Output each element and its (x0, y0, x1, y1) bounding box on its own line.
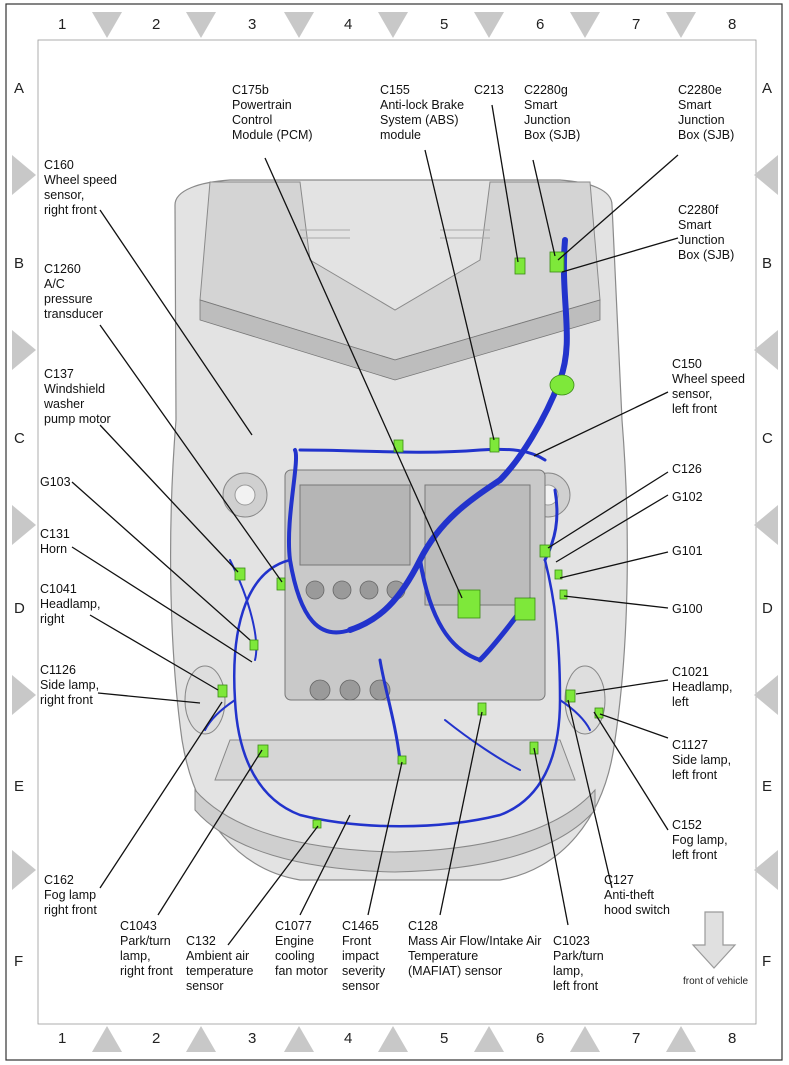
label-c1260: C1260 A/C pressure transducer (44, 262, 104, 321)
label-c127: C127 Anti-theft hood switch (604, 873, 671, 917)
grid-col-bottom-1: 1 (58, 1030, 67, 1047)
vehicle-body (170, 179, 628, 881)
grid-row-left-e: E (14, 778, 25, 795)
diagram-inner-border (37, 39, 757, 1025)
front-of-vehicle-label: front of vehicle (683, 976, 749, 987)
label-c126: C126 (672, 462, 702, 476)
grid-row-left-d: D (14, 600, 25, 617)
label-c1127: C1127 Side lamp, left front (672, 738, 732, 782)
label-c128: C128 Mass Air Flow/Intake Air Temperatur… (408, 919, 542, 978)
grid-col-top-8: 8 (728, 16, 737, 33)
label-c131: C131 Horn (40, 527, 70, 556)
label-c137: C137 Windshield washer pump motor (44, 367, 111, 426)
grid-row-left-a: A (14, 80, 25, 97)
label-c2280g: C2280g Smart Junction Box (SJB) (524, 83, 581, 142)
grid-col-top-7: 7 (632, 16, 641, 33)
grid-row-right-a: A (762, 80, 773, 97)
grid-col-bottom-5: 5 (440, 1030, 449, 1047)
bottom-zone-markers (92, 1026, 696, 1052)
label-c1023: C1023 Park/turn lamp, left front (553, 934, 604, 993)
label-c175b: C175b Powertrain Control Module (PCM) (232, 83, 313, 142)
label-c160: C160 Wheel speed sensor, right front (44, 158, 117, 217)
label-g100: G100 (672, 602, 703, 616)
grid-col-top-6: 6 (536, 16, 545, 33)
label-c152: C152 Fog lamp, left front (672, 818, 728, 862)
label-c2280f: C2280f Smart Junction Box (SJB) (678, 203, 735, 262)
grid-row-left-b: B (14, 255, 25, 272)
right-zone-markers (754, 155, 778, 890)
label-g102: G102 (672, 490, 703, 504)
label-c213: C213 (474, 83, 504, 97)
label-c1077: C1077 Engine cooling fan motor (275, 919, 328, 978)
left-zone-markers (12, 155, 36, 890)
label-c1041: C1041 Headlamp, right (40, 582, 101, 626)
label-c150: C150 Wheel speed sensor, left front (672, 357, 745, 416)
grid-col-top-1: 1 (58, 16, 67, 33)
leader-lines (71, 104, 679, 946)
grid-row-left-c: C (14, 430, 25, 447)
grid-col-bottom-6: 6 (536, 1030, 545, 1047)
grid-col-bottom-2: 2 (152, 1030, 161, 1047)
label-c1126: C1126 Side lamp, right front (40, 663, 100, 707)
down-arrow-icon (691, 911, 737, 969)
grid-row-left-f: F (14, 953, 24, 970)
label-g101: G101 (672, 544, 703, 558)
grid-row-right-c: C (762, 430, 773, 447)
label-c2280e: C2280e Smart Junction Box (SJB) (678, 83, 735, 142)
grid-col-top-4: 4 (344, 16, 353, 33)
grid-row-right-e: E (762, 778, 773, 795)
grid-row-right-b: B (762, 255, 773, 272)
grid-col-top-3: 3 (248, 16, 257, 33)
top-zone-markers (92, 12, 696, 38)
grid-col-bottom-4: 4 (344, 1030, 353, 1047)
diagram-border (5, 3, 783, 1061)
grid-col-top-5: 5 (440, 16, 449, 33)
label-g103: G103 (40, 475, 71, 489)
grid-row-right-d: D (762, 600, 773, 617)
grid-col-bottom-7: 7 (632, 1030, 641, 1047)
grid-col-bottom-3: 3 (248, 1030, 257, 1047)
label-c1021: C1021 Headlamp, left (672, 665, 733, 709)
label-c132: C132 Ambient air temperature sensor (186, 934, 254, 993)
label-c155: C155 Anti-lock Brake System (ABS) module (380, 83, 465, 142)
grid-col-bottom-8: 8 (728, 1030, 737, 1047)
grid-col-top-2: 2 (152, 16, 161, 33)
connectors (217, 251, 604, 829)
label-c1043: C1043 Park/turn lamp, right front (120, 919, 173, 978)
label-c162: C162 Fog lamp right front (44, 873, 97, 917)
grid-row-right-f: F (762, 953, 772, 970)
label-c1465: C1465 Front impact severity sensor (342, 919, 386, 993)
